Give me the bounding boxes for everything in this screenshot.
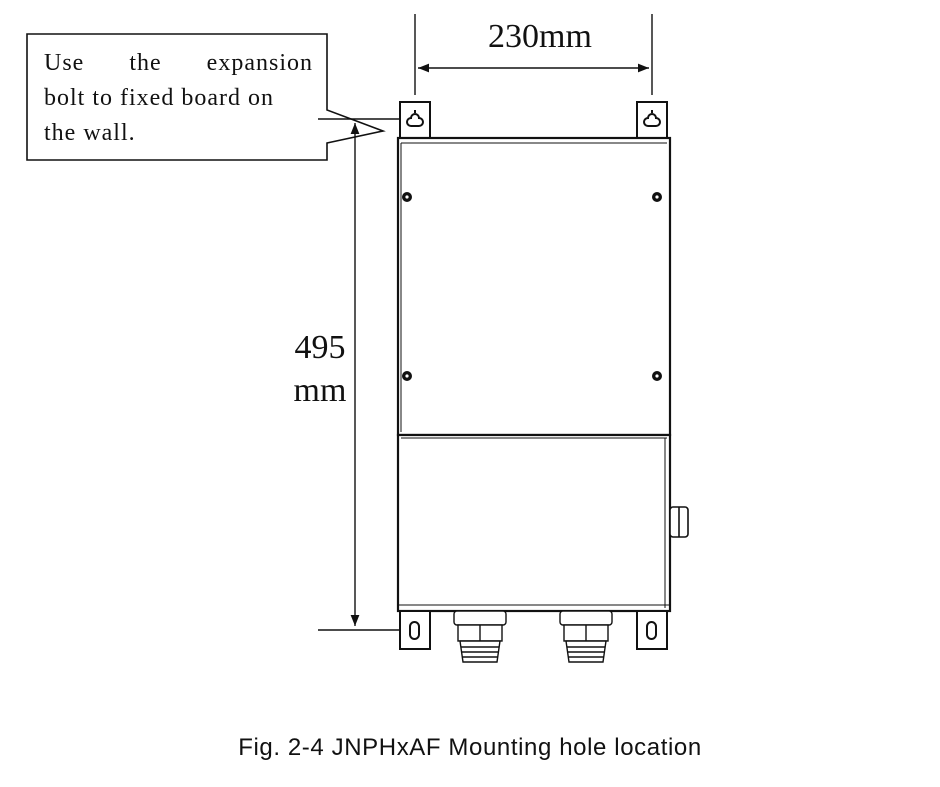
height-unit-label: mm xyxy=(294,372,347,409)
top-right-bracket xyxy=(636,101,668,141)
height-value-label: 495 xyxy=(295,329,346,366)
height-dimension xyxy=(318,118,405,631)
width-dimension xyxy=(414,14,653,95)
bottom-left-bracket xyxy=(399,610,431,650)
screws xyxy=(402,192,662,381)
keyhole-slot-icon xyxy=(406,110,424,127)
callout-line-3: the wall. xyxy=(44,120,136,146)
enclosure-lower-panel xyxy=(396,433,672,613)
enclosure xyxy=(396,136,672,613)
callout-text: Use the expansion bolt to fixed board on… xyxy=(27,34,327,160)
top-left-bracket xyxy=(399,101,431,141)
callout-line-1: Use the expansion xyxy=(44,50,313,76)
keyhole-slot-icon xyxy=(643,110,661,127)
callout-line-2: bolt to fixed board on xyxy=(44,85,274,111)
cable-gland-right xyxy=(559,610,613,663)
figure-caption: Fig. 2-4 JNPHxAF Mounting hole location xyxy=(238,734,702,761)
mounting-slot-icon xyxy=(409,621,420,640)
enclosure-upper-panel xyxy=(396,136,672,437)
side-knob xyxy=(669,506,689,538)
width-label: 230mm xyxy=(488,18,592,55)
bottom-right-bracket xyxy=(636,610,668,650)
mounting-slot-icon xyxy=(646,621,657,640)
cable-gland-left xyxy=(453,610,507,663)
